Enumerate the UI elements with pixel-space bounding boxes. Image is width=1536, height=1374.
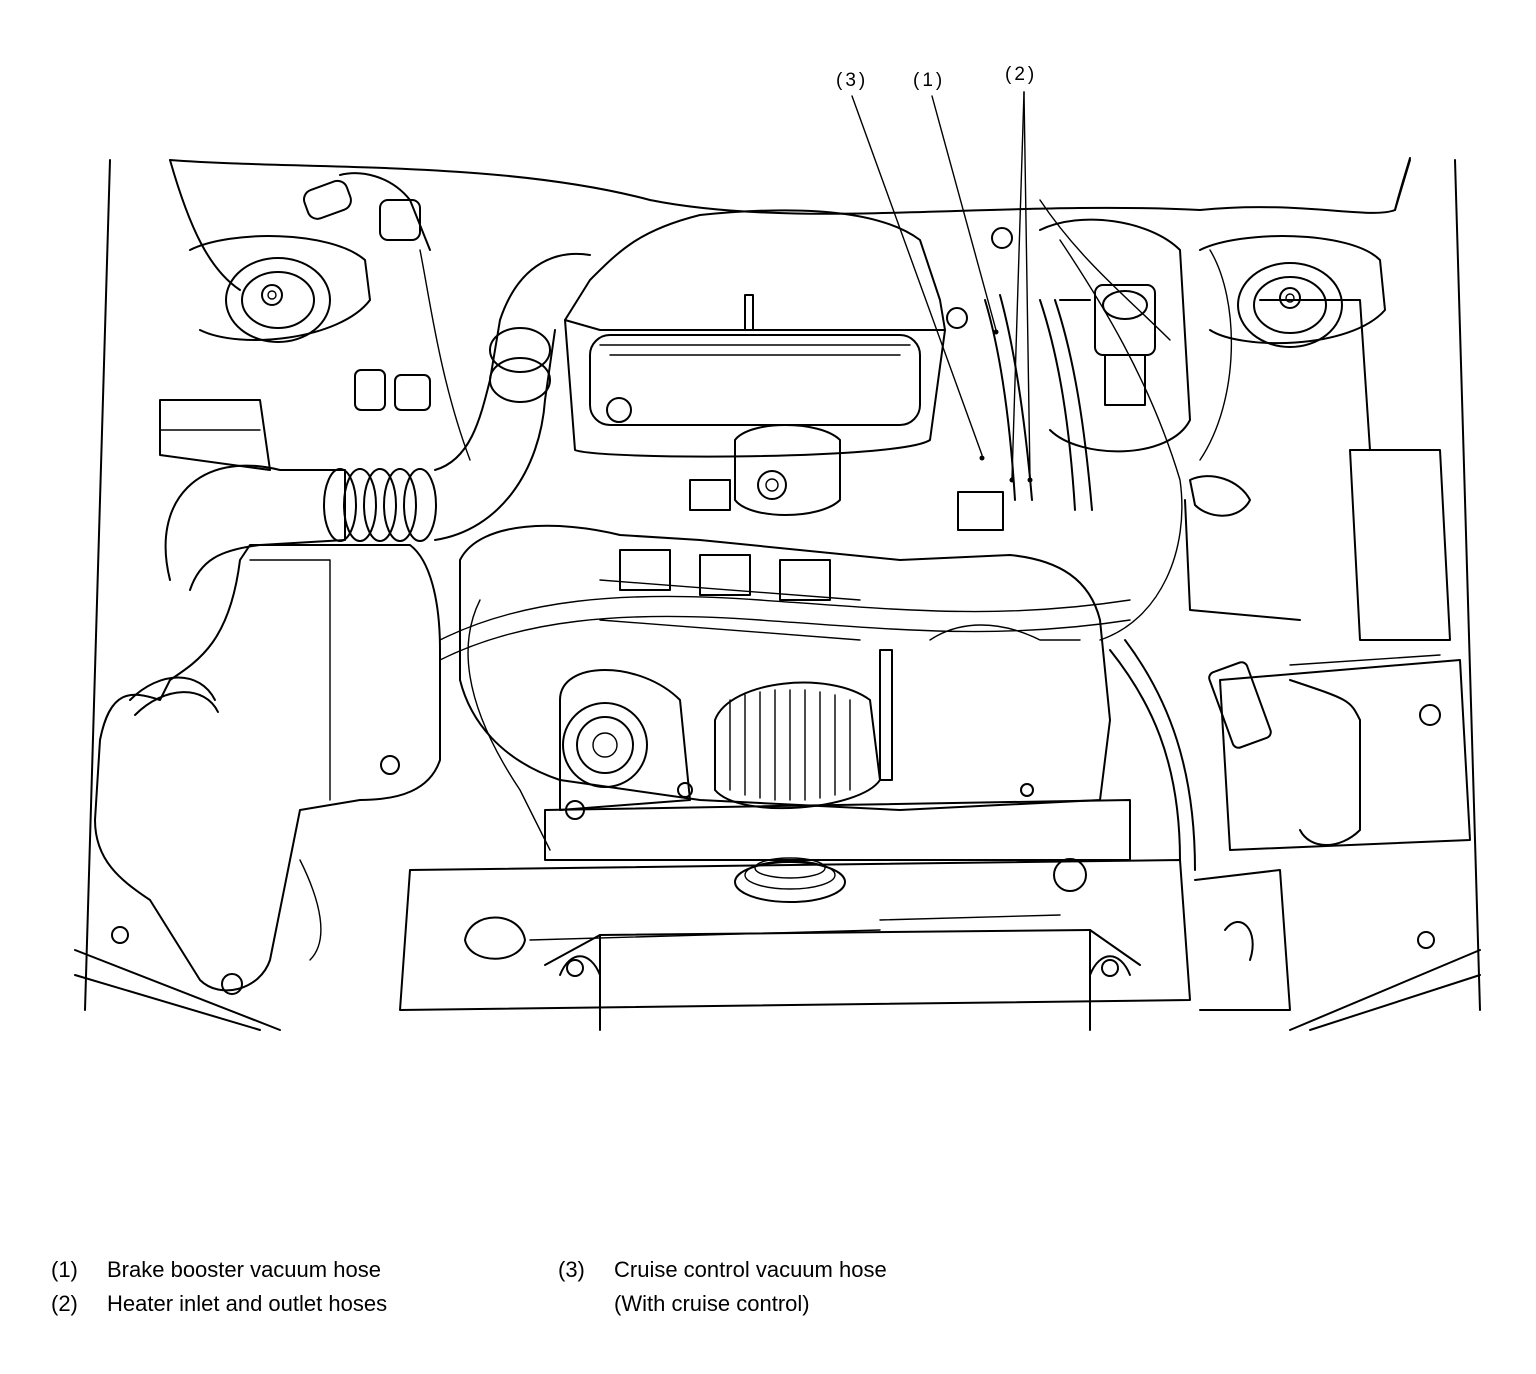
engine-block <box>459 524 1111 811</box>
right-side-components <box>1184 299 1441 749</box>
heater-hoses <box>957 294 1093 531</box>
leader-line-1 <box>931 95 997 331</box>
left-strut-tower <box>189 235 371 343</box>
air-intake-duct <box>164 252 591 591</box>
legend-item: (1) Brake booster vacuum hose <box>51 1253 387 1287</box>
legend-item: (3) Cruise control vacuum hose <box>558 1253 887 1287</box>
legend-right-column: (3) Cruise control vacuum hose (With cru… <box>558 1253 887 1321</box>
callout-label-1: (1) <box>913 70 945 91</box>
small-fasteners <box>606 227 1034 798</box>
left-side-components <box>74 399 400 1031</box>
leader-lines <box>851 91 1033 483</box>
front-crossmember <box>399 649 1191 1011</box>
right-lower-components <box>1194 869 1481 1031</box>
radiator-support <box>464 914 1141 1031</box>
air-cleaner-box <box>94 544 441 995</box>
timing-belt-cover <box>559 669 691 811</box>
callout-label-2: (2) <box>1005 64 1037 85</box>
leader-line-3 <box>851 95 983 456</box>
battery <box>1219 449 1471 851</box>
leader-dot-1 <box>993 329 999 335</box>
legend-number: (3) <box>558 1257 585 1282</box>
body-outline <box>84 157 1481 1011</box>
engine-cover <box>564 209 946 458</box>
legend-text: Heater inlet and outlet hoses <box>107 1291 388 1316</box>
legend-number: (2) <box>51 1291 78 1316</box>
brake-booster <box>1039 218 1191 453</box>
legend-item: (With cruise control) <box>558 1287 887 1321</box>
throttle-body <box>689 424 841 516</box>
legend-text: (With cruise control) <box>614 1291 810 1316</box>
alternator <box>714 681 881 903</box>
legend-number: (1) <box>51 1257 78 1282</box>
callout-label-3: (3) <box>836 70 868 91</box>
leader-line-2b <box>1023 91 1031 479</box>
leader-dot-3 <box>979 455 985 461</box>
wiring-and-hoses <box>299 172 1233 961</box>
leader-line-2a <box>1011 91 1025 479</box>
legend-text: Cruise control vacuum hose <box>614 1257 887 1282</box>
legend-left-column: (1) Brake booster vacuum hose (2) Heater… <box>51 1253 387 1321</box>
right-strut-tower <box>1199 235 1386 348</box>
legend-text: Brake booster vacuum hose <box>107 1257 381 1282</box>
legend-number <box>558 1287 614 1321</box>
legend-item: (2) Heater inlet and outlet hoses <box>51 1287 387 1321</box>
